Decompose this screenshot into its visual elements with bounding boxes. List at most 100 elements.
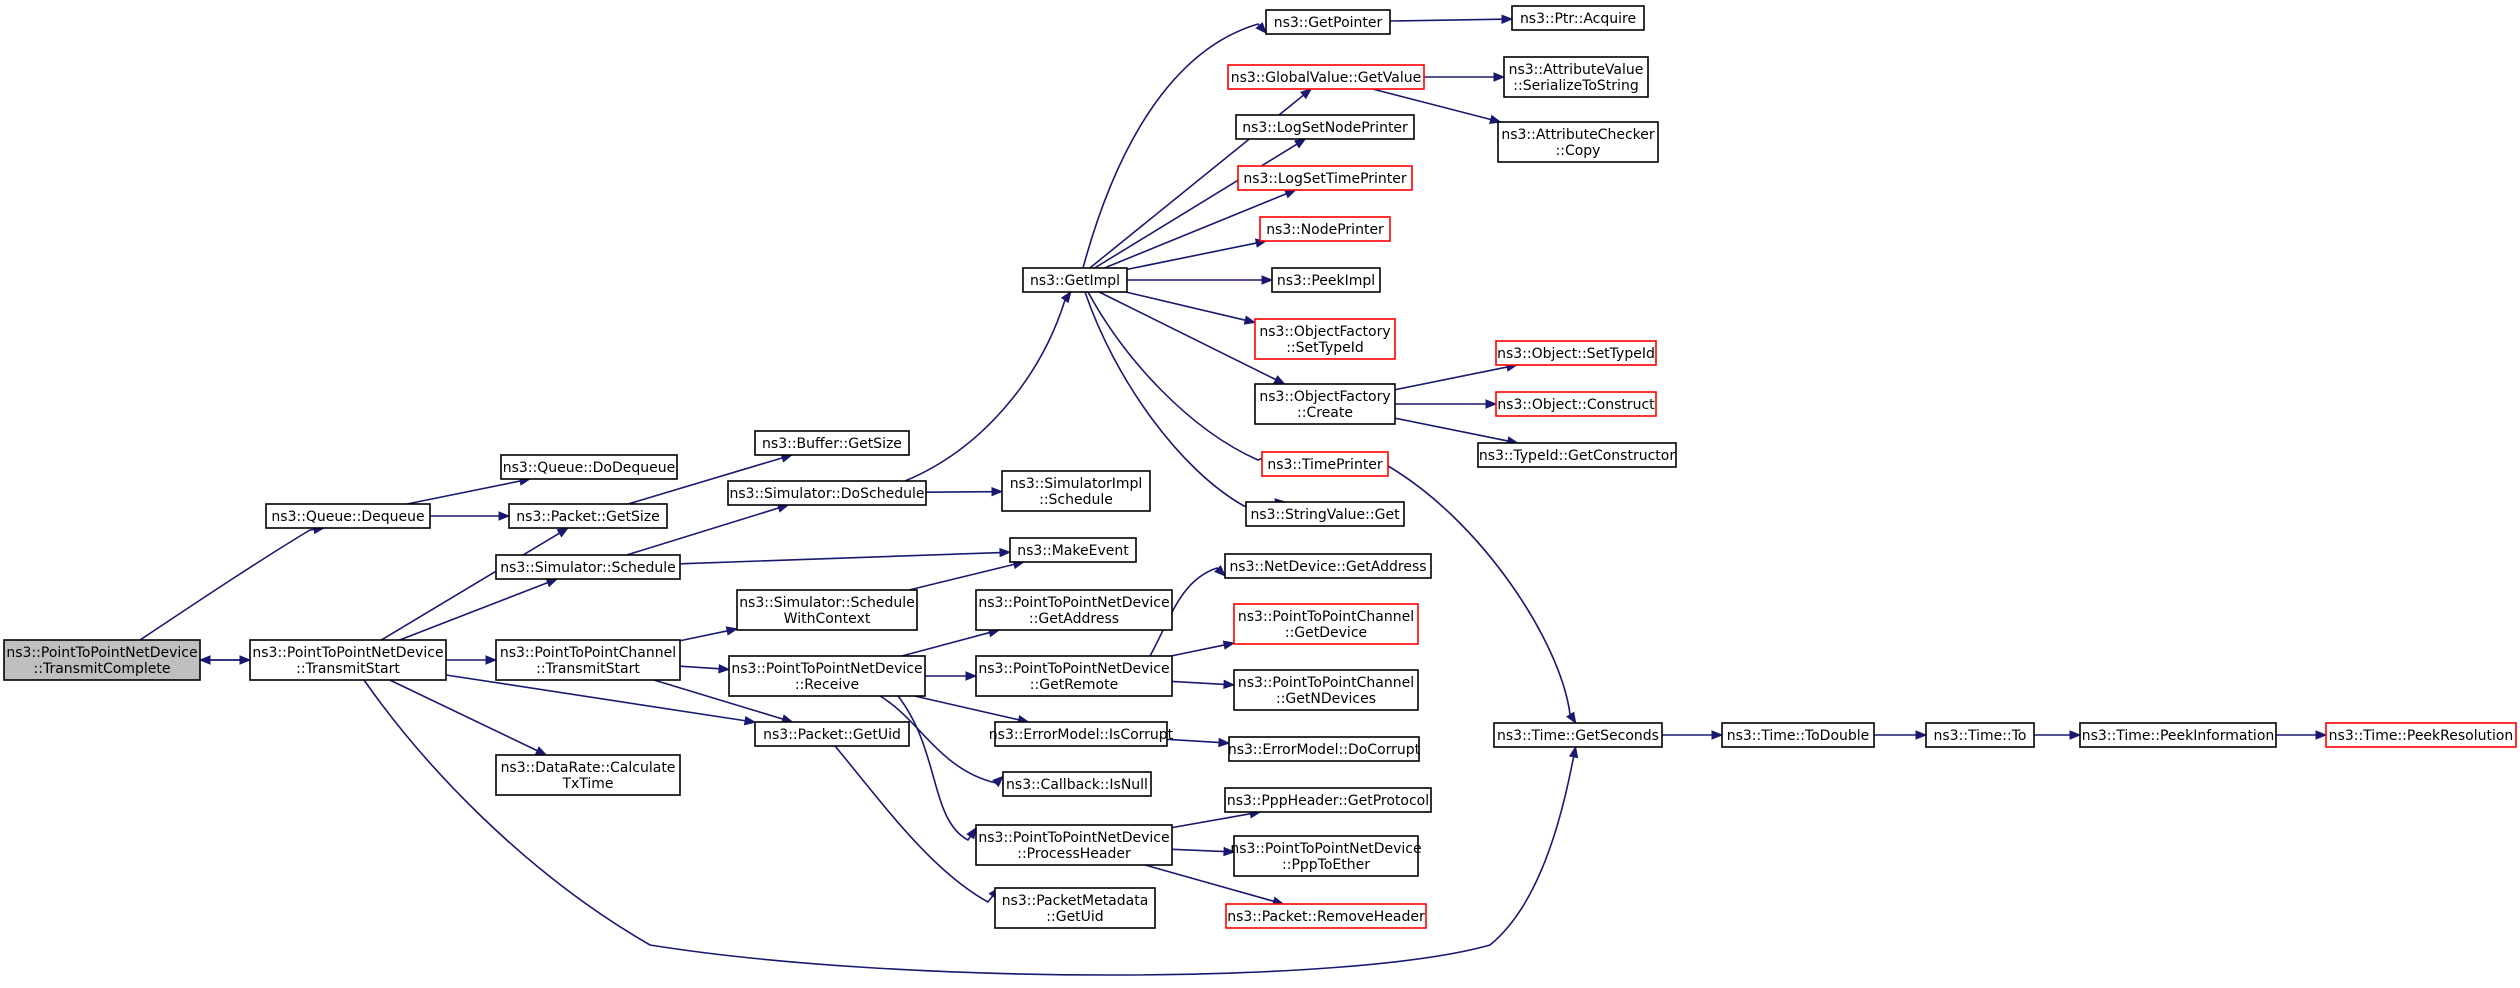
node-box <box>754 430 910 456</box>
node-simulatorimpl-schedule[interactable]: ns3::SimulatorImpl::Schedule <box>1001 470 1151 512</box>
node-getimpl[interactable]: ns3::GetImpl <box>1022 267 1128 293</box>
node-box <box>1001 470 1151 512</box>
node-label: ns3::GlobalValue::GetValue <box>1231 70 1421 86</box>
node-globalvalue-getvalue[interactable]: ns3::GlobalValue::GetValue <box>1227 64 1425 90</box>
node-transmit-start[interactable]: ns3::PointToPointNetDevice::TransmitStar… <box>249 639 447 681</box>
node-pppheader-getprotocol[interactable]: ns3::PppHeader::GetProtocol <box>1224 787 1432 813</box>
node-object-construct[interactable]: ns3::Object::Construct <box>1495 391 1657 417</box>
node-attributechecker-copy[interactable]: ns3::AttributeChecker::Copy <box>1497 121 1659 163</box>
node-label: ::Schedule <box>1039 492 1113 508</box>
node-p2pdevice-getremote[interactable]: ns3::PointToPointNetDevice::GetRemote <box>975 655 1173 697</box>
node-ptr-acquire[interactable]: ns3::Ptr::Acquire <box>1511 5 1645 31</box>
node-p2pchannel-getndevices[interactable]: ns3::PointToPointChannel::GetNDevices <box>1233 669 1419 711</box>
node-packet-getuid[interactable]: ns3::Packet::GetUid <box>754 721 910 747</box>
node-time-todouble[interactable]: ns3::Time::ToDouble <box>1721 722 1875 748</box>
edge-getimpl-to-nodeprinter <box>1126 238 1268 271</box>
node-timeprinter[interactable]: ns3::TimePrinter <box>1261 451 1389 477</box>
node-box <box>1225 903 1427 929</box>
node-label: ns3::Simulator::Schedule <box>500 560 676 576</box>
node-attributevalue-serialize[interactable]: ns3::AttributeValue::SerializeToString <box>1503 56 1649 98</box>
edge-timeprinter-to-time_getseconds <box>1387 465 1577 725</box>
node-peekimpl[interactable]: ns3::PeekImpl <box>1271 267 1381 293</box>
node-nodeprinter[interactable]: ns3::NodePrinter <box>1259 216 1391 242</box>
node-errormodel-docorrupt[interactable]: ns3::ErrorModel::DoCorrupt <box>1228 736 1421 762</box>
node-logsetnodeprinter[interactable]: ns3::LogSetNodePrinter <box>1235 114 1415 140</box>
node-label: ns3::Object::SetTypeId <box>1497 346 1655 362</box>
node-objectfactory-settypeid[interactable]: ns3::ObjectFactory::SetTypeId <box>1254 318 1396 360</box>
node-label: ns3::ErrorModel::IsCorrupt <box>989 727 1174 743</box>
node-label: ns3::Time::PeekResolution <box>2329 728 2514 744</box>
node-box <box>1233 603 1419 645</box>
node-typeid-getconstructor[interactable]: ns3::TypeId::GetConstructor <box>1477 442 1677 468</box>
edge-objectfactory_create-to-object_construct <box>1395 399 1498 409</box>
edge-transmit_start-to-packet_getsize <box>380 527 570 641</box>
edge-simulator_doschedule-to-simulatorimpl_schedule <box>925 486 1004 497</box>
node-box <box>500 454 678 480</box>
node-queue-dodequeue[interactable]: ns3::Queue::DoDequeue <box>500 454 678 480</box>
node-label: ns3::Packet::GetSize <box>516 509 659 525</box>
node-p2pdevice-ppptoether[interactable]: ns3::PointToPointNetDevice::PppToEther <box>1230 835 1422 877</box>
node-label: ns3::Simulator::Schedule <box>739 595 915 611</box>
node-p2pdevice-processheader[interactable]: ns3::PointToPointNetDevice::ProcessHeade… <box>975 824 1173 866</box>
node-queue-dequeue[interactable]: ns3::Queue::Dequeue <box>265 503 431 529</box>
node-buffer-getsize[interactable]: ns3::Buffer::GetSize <box>754 430 910 456</box>
node-time-peekinformation[interactable]: ns3::Time::PeekInformation <box>2079 722 2277 748</box>
node-stringvalue-get[interactable]: ns3::StringValue::Get <box>1245 501 1405 527</box>
node-netdevice-getaddress[interactable]: ns3::NetDevice::GetAddress <box>1224 553 1432 579</box>
node-box <box>1497 121 1659 163</box>
node-time-getseconds[interactable]: ns3::Time::GetSeconds <box>1493 722 1663 748</box>
node-label: ns3::TypeId::GetConstructor <box>1479 448 1675 464</box>
node-box <box>1002 771 1152 797</box>
node-makeevent[interactable]: ns3::MakeEvent <box>1009 537 1137 563</box>
node-label: ns3::Queue::DoDequeue <box>503 460 676 476</box>
node-label: ns3::PointToPointNetDevice <box>978 595 1169 611</box>
node-box <box>1254 318 1396 360</box>
node-label: ::Receive <box>795 677 859 693</box>
node-objectfactory-create[interactable]: ns3::ObjectFactory::Create <box>1254 383 1396 425</box>
node-time-to[interactable]: ns3::Time::To <box>1925 722 2035 748</box>
node-label: ns3::Buffer::GetSize <box>762 436 902 452</box>
node-transmit-complete[interactable]: ns3::PointToPointNetDevice::TransmitComp… <box>3 639 201 681</box>
node-label: ns3::PointToPointNetDevice <box>731 661 922 677</box>
node-callback-isnull[interactable]: ns3::Callback::IsNull <box>1002 771 1152 797</box>
node-object-settypeid[interactable]: ns3::Object::SetTypeId <box>1495 340 1657 366</box>
edge-p2pdevice_receive-to-errormodel_iscorrupt <box>914 695 1030 725</box>
edge-time_todouble-to-time_to <box>1874 730 1928 740</box>
node-time-peekresolution[interactable]: ns3::Time::PeekResolution <box>2325 722 2517 748</box>
edge-p2pdevice_getremote-to-p2pchannel_getndevices <box>1171 679 1236 690</box>
edge-p2pdevice_receive-to-p2pdevice_getremote <box>925 671 978 681</box>
node-errormodel-iscorrupt[interactable]: ns3::ErrorModel::IsCorrupt <box>989 721 1174 747</box>
node-label: ns3::SimulatorImpl <box>1010 476 1143 492</box>
node-box <box>1495 340 1657 366</box>
node-getpointer[interactable]: ns3::GetPointer <box>1265 9 1391 35</box>
node-label: ns3::PacketMetadata <box>1002 893 1149 909</box>
node-label: ::Create <box>1297 405 1353 421</box>
edge-simulator_doschedule-to-getimpl <box>904 290 1072 482</box>
node-p2pdevice-getaddress[interactable]: ns3::PointToPointNetDevice::GetAddress <box>975 589 1173 631</box>
node-p2pchannel-getdevice[interactable]: ns3::PointToPointChannel::GetDevice <box>1233 603 1419 645</box>
node-box <box>1477 442 1677 468</box>
node-simulator-schedule[interactable]: ns3::Simulator::Schedule <box>495 554 681 580</box>
node-logsettimeprinter[interactable]: ns3::LogSetTimePrinter <box>1237 165 1413 191</box>
node-label: ::ProcessHeader <box>1017 846 1131 862</box>
node-box <box>975 655 1173 697</box>
node-packet-getsize[interactable]: ns3::Packet::GetSize <box>508 503 668 529</box>
node-packetmetadata-getuid[interactable]: ns3::PacketMetadata::GetUid <box>994 887 1156 929</box>
node-label: ns3::PointToPointNetDevice <box>6 645 197 661</box>
node-box <box>1235 114 1415 140</box>
edge-getimpl-to-logsetnodeprinter <box>1094 138 1307 269</box>
node-box <box>508 503 668 529</box>
edge-queue_dequeue-to-packet_getsize <box>430 511 511 521</box>
node-label: ::GetNDevices <box>1276 691 1376 707</box>
edge-simulator_schedule-to-makeevent <box>679 547 1012 565</box>
node-label: ns3::Packet::GetUid <box>763 727 901 743</box>
node-packet-removeheader[interactable]: ns3::Packet::RemoveHeader <box>1225 903 1427 929</box>
node-label: ns3::GetPointer <box>1274 15 1383 31</box>
node-label: ns3::LogSetTimePrinter <box>1243 171 1407 187</box>
node-simulator-doschedule[interactable]: ns3::Simulator::DoSchedule <box>727 480 927 506</box>
node-p2pchannel-transmitstart[interactable]: ns3::PointToPointChannel::TransmitStart <box>495 639 681 681</box>
node-label: ns3::Ptr::Acquire <box>1520 11 1636 27</box>
node-p2pdevice-receive[interactable]: ns3::PointToPointNetDevice::Receive <box>728 655 926 697</box>
